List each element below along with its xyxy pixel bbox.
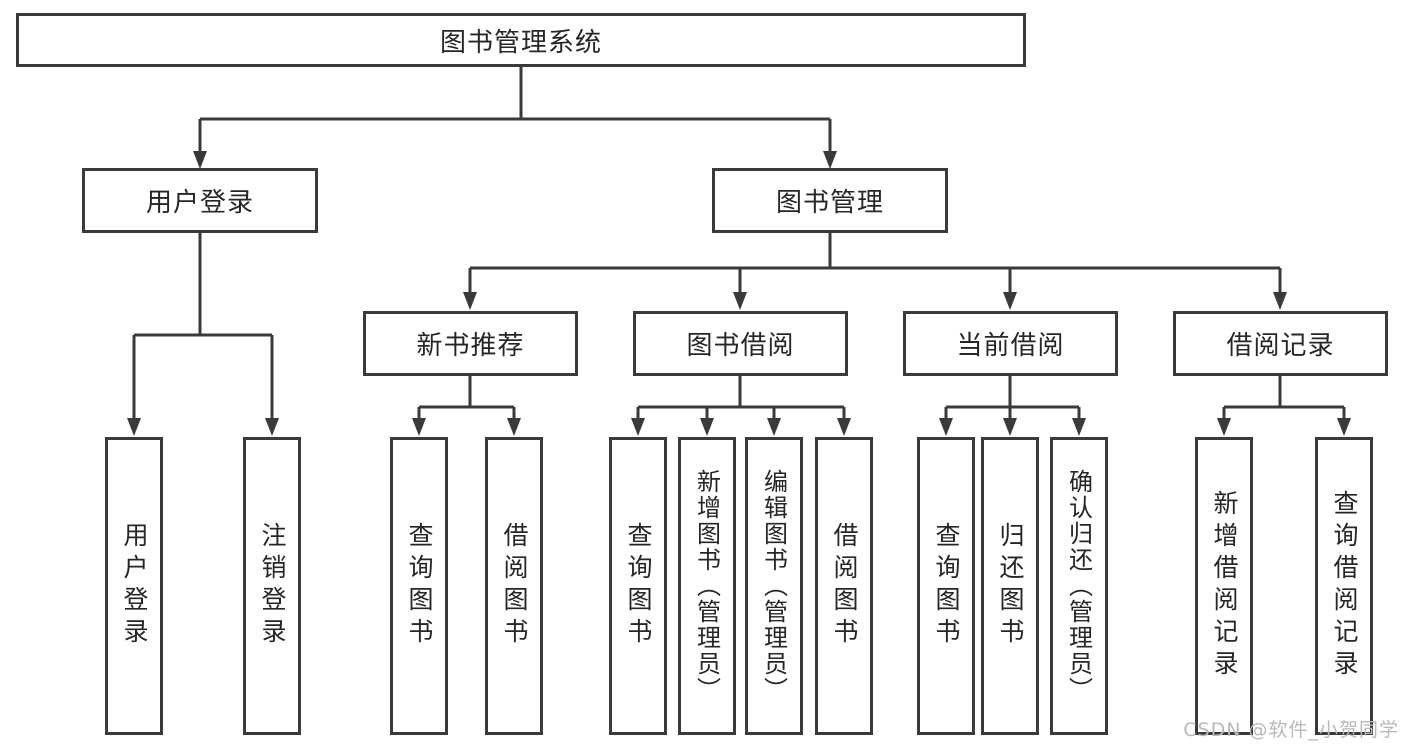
- leaf-recommend-borrow-book: 借阅图书: [485, 437, 543, 735]
- csdn-watermark: CSDN @软件_小贺同学: [1183, 719, 1399, 741]
- node-current-borrowing: 当前借阅: [903, 311, 1118, 376]
- leaf-recommend-query-book: 查询图书: [390, 437, 448, 735]
- node-user-login: 用户登录: [82, 168, 318, 233]
- node-book-management: 图书管理: [712, 168, 948, 233]
- leaf-borrowing-query-book: 查询图书: [609, 437, 667, 735]
- leaf-query-borrow-record: 查询借阅记录: [1315, 437, 1373, 735]
- leaf-edit-book-admin: 编辑图书（管理员）: [745, 437, 803, 735]
- leaf-user-login: 用户登录: [105, 437, 163, 735]
- node-borrowing-records: 借阅记录: [1173, 311, 1388, 376]
- node-book-borrowing: 图书借阅: [633, 311, 848, 376]
- leaf-current-query-book: 查询图书: [917, 437, 975, 735]
- leaf-logout: 注销登录: [243, 437, 301, 735]
- leaf-add-book-admin: 新增图书（管理员）: [678, 437, 736, 735]
- node-new-book-recommend: 新书推荐: [363, 311, 578, 376]
- leaf-return-book: 归还图书: [981, 437, 1039, 735]
- leaf-add-borrow-record: 新增借阅记录: [1195, 437, 1253, 735]
- node-root: 图书管理系统: [16, 13, 1026, 67]
- leaf-borrow-book: 借阅图书: [815, 437, 873, 735]
- leaf-confirm-return-admin: 确认归还（管理员）: [1050, 437, 1108, 735]
